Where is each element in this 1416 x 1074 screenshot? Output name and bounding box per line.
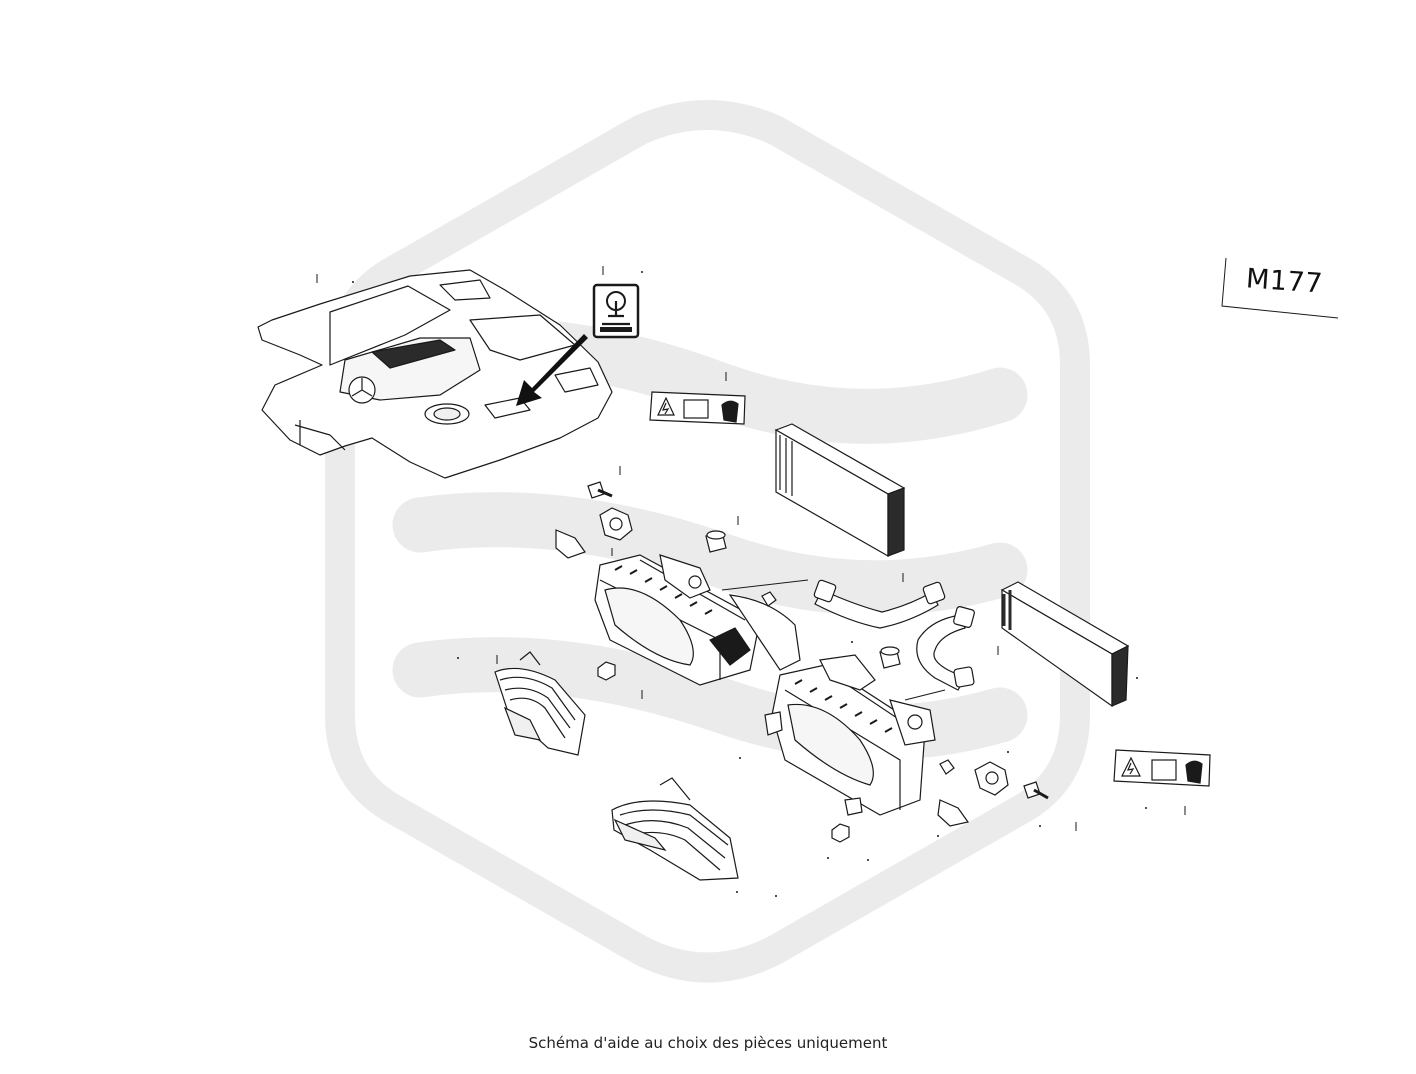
sensor-left[interactable] — [555, 507, 633, 559]
clip-right[interactable] — [939, 759, 955, 775]
air-filter-lower[interactable] — [1000, 581, 1130, 708]
engine-cover[interactable] — [257, 269, 613, 479]
warning-label-upper[interactable] — [649, 391, 746, 425]
intake-duct-right[interactable] — [611, 777, 739, 881]
grommet-upper[interactable] — [705, 530, 727, 553]
air-hose-lower[interactable] — [916, 606, 975, 691]
clip-left[interactable] — [761, 591, 777, 607]
air-filter-housing-right[interactable] — [764, 654, 936, 816]
bolt-left[interactable] — [587, 481, 613, 499]
engine-code-label: M177 — [1245, 263, 1324, 300]
engine-code-frame — [1221, 257, 1339, 319]
diagram-caption: Schéma d'aide au choix des pièces unique… — [528, 1034, 888, 1052]
nut-left[interactable] — [597, 661, 616, 681]
warning-label-lower[interactable] — [1113, 749, 1211, 787]
air-filter-upper[interactable] — [774, 423, 906, 558]
air-filter-housing-left[interactable] — [594, 554, 801, 686]
intake-duct-left[interactable] — [494, 651, 586, 756]
sensor-right[interactable] — [937, 761, 1009, 827]
grommet-lower[interactable] — [879, 646, 901, 669]
pointer-arrow-icon — [516, 334, 588, 406]
leader-lines — [316, 266, 1186, 831]
service-pictogram-sticker[interactable] — [592, 283, 640, 339]
leader-dots — [352, 271, 1147, 897]
bolt-right[interactable] — [1023, 781, 1049, 800]
nut-right[interactable] — [831, 823, 850, 843]
air-hose-upper[interactable] — [813, 579, 946, 629]
